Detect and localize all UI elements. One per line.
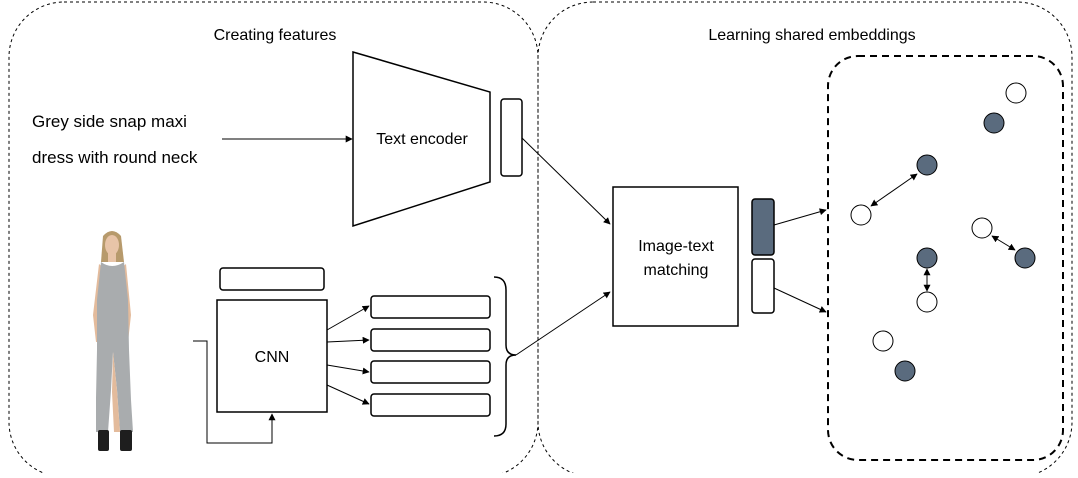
cnn-output-arrow-1 bbox=[326, 305, 370, 331]
matching-label-line2: matching bbox=[644, 262, 709, 279]
input-text-line1: Grey side snap maxi bbox=[32, 112, 187, 131]
cnn-top-vector bbox=[219, 267, 325, 291]
image-feature-vector-4 bbox=[370, 393, 491, 417]
image-node-2 bbox=[850, 204, 872, 226]
text-feature-arrow bbox=[521, 137, 611, 225]
text-node-4 bbox=[916, 247, 938, 269]
text-feature-vector bbox=[500, 98, 523, 177]
text-node-3 bbox=[1014, 247, 1036, 269]
right-panel bbox=[537, 1, 1073, 478]
cnn-output-arrow-2 bbox=[326, 336, 370, 344]
matching-block bbox=[612, 186, 739, 327]
image-feature-vector-1 bbox=[370, 295, 491, 319]
image-embedding-arrow bbox=[773, 287, 827, 313]
image-embedding-output bbox=[751, 258, 775, 314]
cnn-block bbox=[216, 299, 328, 413]
embedding-space bbox=[827, 55, 1064, 461]
image-node-1 bbox=[1005, 82, 1027, 104]
brace-to-matching-arrow bbox=[515, 291, 611, 356]
image-node-5 bbox=[872, 330, 894, 352]
text-embedding-output bbox=[751, 198, 775, 256]
text-node-2 bbox=[916, 154, 938, 176]
text-node-1 bbox=[983, 112, 1005, 134]
cnn-output-arrow-4 bbox=[326, 384, 370, 405]
text-node-5 bbox=[894, 360, 916, 382]
input-text-line2: dress with round neck bbox=[32, 148, 198, 167]
text-embedding-arrow bbox=[773, 208, 827, 226]
cnn-output-arrow-3 bbox=[326, 364, 370, 375]
dress-image bbox=[93, 231, 133, 451]
image-feature-vector-2 bbox=[370, 328, 491, 352]
image-node-3 bbox=[971, 217, 993, 239]
text-encoder-block bbox=[352, 50, 491, 228]
image-feature-vector-3 bbox=[370, 360, 491, 384]
left-panel-title: Creating features bbox=[214, 27, 337, 44]
image-to-cnn-arrow bbox=[193, 340, 276, 444]
pair-arrow-1 bbox=[870, 173, 918, 207]
matching-label-line1: Image-text bbox=[638, 238, 714, 255]
feature-brace bbox=[493, 276, 517, 437]
pair-arrow-2 bbox=[991, 235, 1016, 251]
text-encoder-label: Text encoder bbox=[376, 131, 468, 148]
cnn-label: CNN bbox=[255, 349, 290, 366]
image-node-4 bbox=[916, 291, 938, 313]
right-panel-title: Learning shared embeddings bbox=[708, 27, 915, 44]
